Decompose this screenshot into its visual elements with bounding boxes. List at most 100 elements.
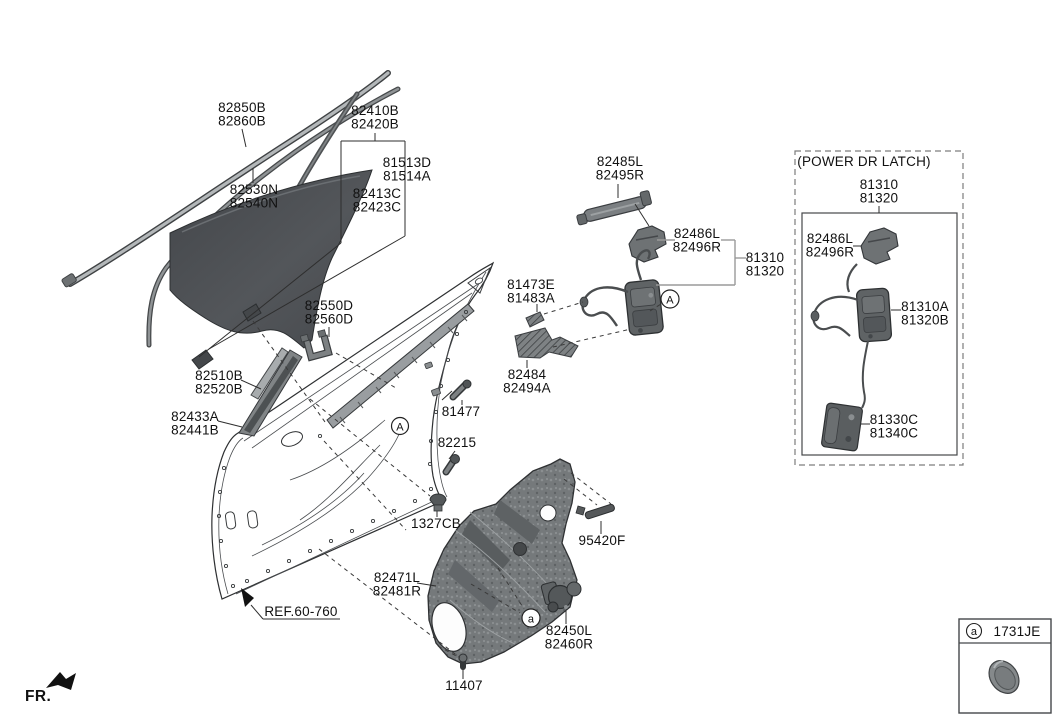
label-82423c[interactable]: 82423C [353,200,402,215]
door-holes [216,309,469,589]
fr-marker-group: FR. [25,672,76,705]
mirror-bracket [467,266,492,294]
label-82215[interactable]: 82215 [438,435,477,450]
mirror-bracket-hole [474,277,484,285]
label-81513d[interactable]: 81513D [383,155,432,170]
label-82860b[interactable]: 82860B [218,114,266,129]
grommet-highlight [993,660,1004,669]
module-panel-group [427,458,615,665]
label-82481r[interactable]: 82481R [373,584,422,599]
belt-bracket-82550 [299,329,333,362]
label-82486l[interactable]: 82486L [674,226,721,241]
label-power-81310[interactable]: 81310 [860,177,899,192]
label-82540n[interactable]: 82540N [230,196,279,211]
clip-1327cb [429,493,447,512]
door-glass-highlight [181,175,361,233]
power-latch-box-group [794,150,964,466]
outside-handle-base [576,190,652,226]
label-82510b[interactable]: 82510B [195,368,243,383]
label-82460r[interactable]: 82460R [545,637,594,652]
label-81310[interactable]: 81310 [746,250,785,265]
callout-a-latch-circle[interactable] [660,289,680,309]
label-81320[interactable]: 81320 [746,264,785,279]
cable-connector [579,296,589,308]
latch-assembly-group [514,190,667,359]
door-inner-front-line [218,437,244,595]
label-81310a[interactable]: 81310A [901,299,949,314]
label-82520b[interactable]: 82520B [195,382,243,397]
handle-pad-82484 [514,327,579,359]
label-81483a[interactable]: 81483A [507,291,555,306]
label-power-81320[interactable]: 81320 [860,191,899,206]
door-contour-1 [251,431,401,557]
callout-a-module-letter: a [528,614,535,626]
module-rib-2 [494,500,540,544]
power-cable-connector [810,310,820,322]
rod-clip-81473 [525,311,545,328]
label-82550d[interactable]: 82550D [305,298,354,313]
label-82850b[interactable]: 82850B [218,100,266,115]
fr-label: FR. [25,688,51,705]
power-latch-body [855,287,893,343]
label-11407[interactable]: 11407 [445,678,483,693]
module-hole-1 [539,504,557,522]
regulator-motor-82450 [540,581,582,613]
label-82495r[interactable]: 82495R [596,168,645,183]
label-power-82486l[interactable]: 82486L [807,231,854,246]
label-81514a[interactable]: 81514A [383,169,431,184]
handle-cutout [281,431,303,447]
label-82410b[interactable]: 82410B [351,103,399,118]
callout-a-latch-letter: A [666,295,674,307]
label-82484[interactable]: 82484 [508,367,547,382]
label-82496r[interactable]: 82496R [673,240,722,255]
label-95420f[interactable]: 95420F [579,533,626,548]
assembly-dashed-lines [252,301,662,659]
vent-channel-82433-stripe [244,356,298,433]
label-power-82496r[interactable]: 82496R [806,245,855,260]
callout-a-module-circle[interactable] [521,608,541,628]
label-81340c[interactable]: 81340C [870,426,919,441]
label-82560d[interactable]: 82560D [305,312,354,327]
power-cable-down [861,340,869,409]
label-82471l[interactable]: 82471L [374,570,421,585]
label-82450l[interactable]: 82450L [546,623,593,638]
channel-parts-group [238,329,333,437]
label-81330c[interactable]: 81330C [870,412,919,427]
door-latch-body [624,279,664,336]
ref-label[interactable]: REF.60-760 [264,604,337,619]
sash-inner-line-1 [243,283,479,442]
label-82530n[interactable]: 82530N [230,182,279,197]
label-82485l[interactable]: 82485L [597,154,644,169]
legend-part-code[interactable]: 1731JE [994,624,1041,639]
label-81477[interactable]: 81477 [442,404,481,419]
door-glass-group [169,169,373,370]
label-81320b[interactable]: 81320B [901,313,949,328]
label-82441b[interactable]: 82441B [171,423,219,438]
door-glass [169,169,373,349]
rear-edge-clip-1 [431,387,441,397]
latch-bracket-82486 [628,225,667,263]
label-82413c[interactable]: 82413C [353,186,402,201]
door-slot-2 [246,510,259,529]
label-1327cb[interactable]: 1327CB [411,516,461,531]
label-82420b[interactable]: 82420B [351,117,399,132]
grommet-inner [994,666,1016,690]
glass-clip-lower [191,349,214,370]
legend-marker-letter: a [971,626,978,638]
label-81473e[interactable]: 81473E [507,277,555,292]
power-cable-left [812,295,859,337]
legend-marker-circle [965,622,983,640]
callout-a-door-circle[interactable] [390,416,410,436]
module-oval-hole [431,602,467,652]
glass-clip-upper [242,303,262,322]
power-actuator [821,402,863,452]
label-82494a[interactable]: 82494A [503,381,551,396]
bolt-82215 [442,454,460,476]
fastener-group [429,379,472,670]
power-cable-top [846,263,858,293]
latch-bracket-lines [656,239,746,286]
label-82433a[interactable]: 82433A [171,409,219,424]
front-channel-82510 [250,347,289,400]
legend-box-group: a 1731JE [958,618,1052,714]
